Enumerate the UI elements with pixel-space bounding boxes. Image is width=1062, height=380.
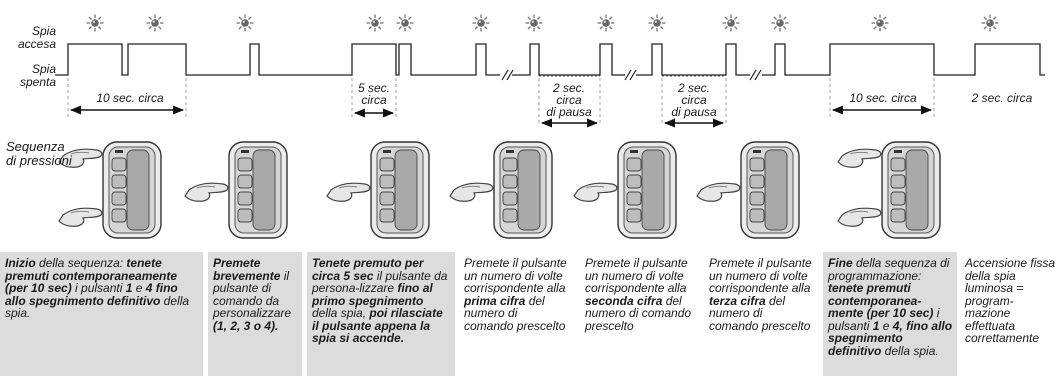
remotes [58,141,941,239]
led-waveform [55,43,1045,76]
caption-run: il pulsante di comando da personalizzare [213,268,292,320]
caption-run: seconda cifra [585,293,663,308]
remote-control [573,141,677,239]
caption-run: Fine [828,256,853,270]
pressing-finger-icon [696,182,741,202]
pressing-finger-icon [837,148,882,168]
caption-run: Premete il pulsante un numero di volte c… [585,256,688,295]
caption-step-6: Premete il pulsante un numero di volte c… [704,252,816,376]
caption-run: Inizio [5,256,36,270]
lamp-icon [525,14,543,32]
caption-run: il pulsante da persona-lizzare [312,268,448,295]
pressing-finger-icon [184,182,229,202]
pressing-finger-icon [573,182,618,202]
caption-step-7: Fine della sequenza di programmazione: t… [823,252,957,376]
lamp-icon [86,14,104,32]
caption-run: della spia, [312,306,370,320]
caption-run: poi rilasciate il pulsante appena la spi… [312,306,443,345]
sequenza-label: Sequenza di pressioni [6,139,72,168]
remote-control [58,141,162,239]
caption-run: della sequenza: [35,256,127,270]
caption-step-2: Premete brevemente il pulsante di comand… [208,252,302,376]
duration-label-4: 2 sec. circa di pausa [671,81,717,119]
remote-control [184,141,288,239]
caption-run: 4, fino allo spegnimento definitivo [828,318,953,358]
caption-run: Tenete premuto per circa 5 sec [312,256,424,283]
caption-row: Inizio della sequenza: tenete premuti co… [0,252,1062,376]
caption-run: prima cifra [464,293,526,308]
pressing-finger-icon [449,182,494,202]
caption-run: i pulsanti [71,281,126,295]
caption-run: Accensione fissa della spia luminosa = p… [965,256,1056,345]
lamp-icon [396,14,414,32]
caption-run: della spia. [881,343,939,358]
caption-step-3: Tenete premuto per circa 5 sec il pulsan… [307,252,455,376]
duration-label-3: 2 sec. circa di pausa [546,81,592,119]
caption-run: della spia. [5,293,190,320]
duration-label-5: 10 sec. circa [849,91,917,105]
caption-run: e [879,318,893,333]
lamp-icon [597,14,615,32]
caption-run: 1 [125,281,133,295]
separator-lines [67,78,935,125]
duration-label-2: 5 sec. circa [357,81,390,107]
caption-run: della sequenza di programmazione: [828,256,950,283]
caption-run: (1, 2, 3 o 4). [213,318,279,333]
lamp-icon [771,14,789,32]
caption-step-8: Accensione fissa della spia luminosa = p… [960,252,1062,376]
caption-run: 4 fino allo spegnimento definitivo [5,281,178,308]
lamp-icon [722,14,740,32]
caption-run: del numero di comando prescelto [709,293,811,333]
caption-run: i pulsanti [828,306,940,333]
duration-label-1: 10 sec. circa [96,91,164,105]
caption-run: Premete brevemente [213,256,281,283]
pressing-finger-icon [326,182,371,202]
caption-run: Premete il pulsante un numero di volte c… [709,256,812,295]
caption-step-4: Premete il pulsante un numero di volte c… [459,252,573,376]
remote-control [696,141,800,239]
caption-step-1: Inizio della sequenza: tenete premuti co… [0,252,203,376]
lamp-icons [86,14,999,32]
lamp-icon [871,14,889,32]
pressing-finger-icon [58,148,103,168]
lamp-icon [236,14,254,32]
remote-control [837,141,941,239]
remote-control [449,141,553,239]
caption-run: Premete il pulsante un numero di volte c… [464,256,567,295]
caption-run: 1 [872,318,880,333]
pressing-finger-icon [837,207,882,227]
caption-run: tenete premuti contemporanea-mente (per … [828,281,934,320]
lamp-icon [981,14,999,32]
led-timing-diagram [55,14,1045,239]
lamp-icon [648,14,666,32]
spia-spenta-label: Spia spenta [19,62,56,89]
caption-run: del numero di comando prescelto [464,293,566,333]
pressing-finger-icon [58,207,103,227]
caption-run: terza cifra [709,293,766,308]
lamp-icon [146,14,164,32]
waveform-break-marks [501,69,762,81]
caption-run: tenete premuti contemporaneamente (per 1… [5,256,178,295]
caption-run: del numero di comando prescelto [585,293,692,333]
caption-run: fino al primo spegnimento [312,281,433,308]
spia-accesa-label: Spia accesa [17,24,56,51]
caption-step-5: Premete il pulsante un numero di volte c… [580,252,698,376]
lamp-icon [366,14,384,32]
caption-run: e [132,281,146,295]
duration-arrows [69,105,933,128]
duration-label-6: 2 sec. circa [971,91,1033,105]
remote-control [326,141,430,239]
lamp-icon [472,14,490,32]
